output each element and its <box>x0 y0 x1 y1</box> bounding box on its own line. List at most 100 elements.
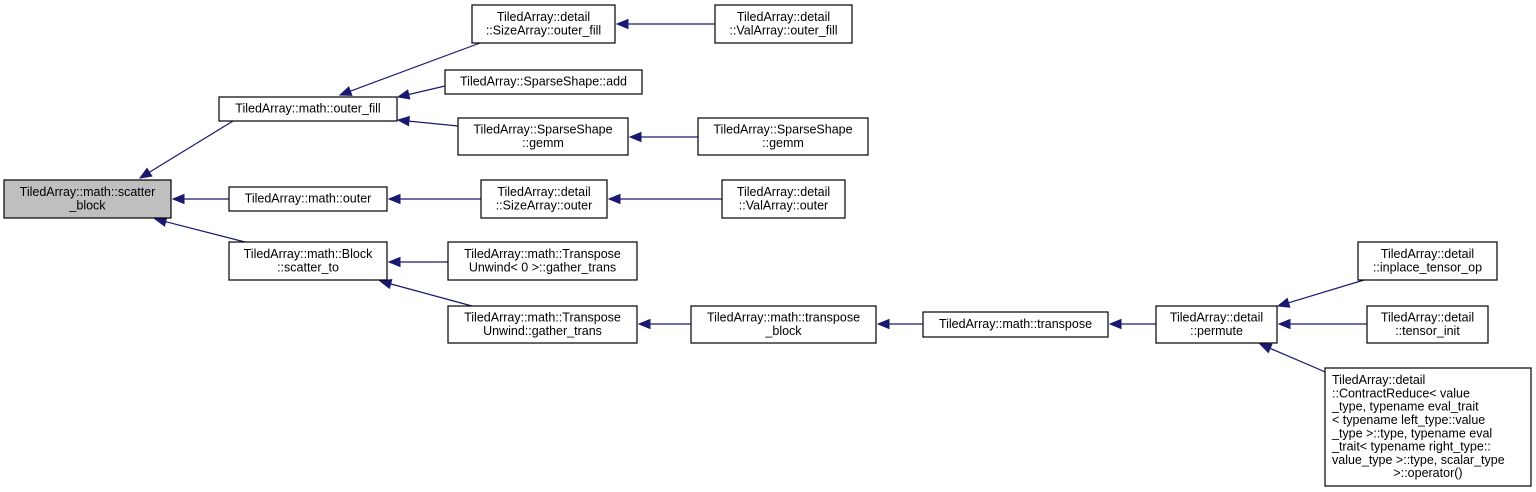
node-label-line: ::gemm <box>522 136 564 150</box>
node-label-line: _type, typename eval_trait <box>1331 400 1479 414</box>
node-label-line: TiledArray::math::outer_fill <box>235 102 380 116</box>
arrowhead-icon <box>1258 343 1273 354</box>
node-label-line: ::inplace_tensor_op <box>1373 260 1482 274</box>
node-transpose-block[interactable]: TiledArray::math::transpose_block <box>690 305 877 344</box>
arrowhead-icon <box>1276 297 1291 308</box>
arrowhead-icon <box>615 18 629 30</box>
edge-permute-to-transpose <box>1108 318 1156 330</box>
edge-sparseshape_gemm_1-to-outer_fill <box>396 115 459 127</box>
node-box <box>447 241 638 281</box>
node-label-line: TiledArray::detail <box>1381 311 1474 325</box>
node-label-line: TiledArray::math::Block <box>244 247 373 261</box>
arrowhead-icon <box>1277 318 1291 330</box>
edge-line <box>408 85 446 96</box>
node-valarray-outer-fill[interactable]: TiledArray::detail::ValArray::outer_fill <box>714 4 853 44</box>
arrowhead-icon <box>138 167 153 179</box>
node-sizearray-outer-fill[interactable]: TiledArray::detail::SizeArray::outer_fil… <box>471 4 616 44</box>
node-label-line: TiledArray::detail <box>737 10 830 24</box>
node-outer-fill[interactable]: TiledArray::math::outer_fill <box>218 96 398 122</box>
arrowhead-icon <box>396 115 410 127</box>
arrowhead-icon <box>628 131 642 143</box>
node-sparseshape-add[interactable]: TiledArray::SparseShape::add <box>444 69 643 95</box>
node-label-line: TiledArray::detail <box>737 185 830 199</box>
edge-transpose_block-to-transposeunwind_gather <box>637 318 691 330</box>
node-label-line: ::scatter_to <box>277 260 339 274</box>
arrowhead-icon <box>876 318 890 330</box>
edge-line <box>408 120 459 127</box>
edge-block_scatter_to-to-scatter_block <box>153 216 246 243</box>
edge-contractreduce_op-to-permute <box>1258 343 1331 375</box>
arrowhead-icon <box>637 318 651 330</box>
edge-tensor_init-to-permute <box>1277 318 1367 330</box>
node-label-line: value_type >::type, scalar_type <box>1332 453 1505 467</box>
node-transposeunwind-gather[interactable]: TiledArray::math::TransposeUnwind::gathe… <box>447 305 638 344</box>
arrowhead-icon <box>338 86 353 96</box>
edge-outer_fill-to-scatter_block <box>138 120 234 179</box>
node-sizearray-outer[interactable]: TiledArray::detail::SizeArray::outer <box>480 179 608 219</box>
edge-sparseshape_add-to-outer_fill <box>396 85 446 100</box>
edges-layer <box>138 18 1367 375</box>
node-box <box>922 311 1109 338</box>
node-label-line: TiledArray::math::Transpose <box>464 311 621 325</box>
edge-transpose-to-transpose_block <box>876 318 923 330</box>
node-box <box>471 4 616 44</box>
arrowhead-icon <box>1108 318 1122 330</box>
arrowhead-icon <box>378 278 393 290</box>
edge-line <box>1288 279 1365 304</box>
node-tensor-init[interactable]: TiledArray::detail::tensor_init <box>1366 305 1489 344</box>
node-box <box>447 305 638 344</box>
node-label-line: Unwind< 0 >::gather_trans <box>469 260 616 274</box>
node-outer[interactable]: TiledArray::math::outer <box>228 186 388 212</box>
node-label-line: TiledArray::math::outer <box>245 192 372 206</box>
node-box <box>218 96 398 122</box>
node-permute[interactable]: TiledArray::detail::permute <box>1155 305 1278 344</box>
node-box <box>457 117 629 156</box>
node-label-line: ::SizeArray::outer_fill <box>486 23 601 37</box>
node-label-line: TiledArray::detail <box>1332 373 1425 387</box>
edge-transposeunwind0_gather-to-block_scatter_to <box>387 256 448 268</box>
node-box <box>690 305 877 344</box>
node-label-line: TiledArray::SparseShape <box>473 123 612 137</box>
edge-sparseshape_gemm_2-to-sparseshape_gemm_1 <box>628 131 698 143</box>
node-box <box>480 179 608 219</box>
edge-line <box>350 42 481 92</box>
node-label-line: ::permute <box>1190 324 1243 338</box>
node-box <box>1357 241 1498 281</box>
node-box <box>1324 367 1532 487</box>
node-scatter-block[interactable]: TiledArray::math::scatter_block <box>3 179 172 219</box>
node-label-line: >::operator() <box>1393 466 1462 480</box>
nodes-layer: TiledArray::math::scatter_blockTiledArra… <box>3 4 1532 487</box>
edge-line <box>390 283 473 307</box>
node-box <box>444 69 643 95</box>
node-label-line: ::tensor_init <box>1395 324 1460 338</box>
edge-inplace_tensor_op-to-permute <box>1276 279 1365 308</box>
node-block-scatter-to[interactable]: TiledArray::math::Block::scatter_to <box>228 241 388 281</box>
edge-outer-to-scatter_block <box>171 193 229 205</box>
node-box <box>721 179 846 219</box>
arrowhead-icon <box>387 256 401 268</box>
node-label-line: _type >::type, typename eval <box>1331 426 1492 440</box>
edge-line <box>149 120 234 173</box>
edge-transposeunwind_gather-to-block_scatter_to <box>378 278 473 307</box>
node-label-line: TiledArray::math::Transpose <box>464 247 621 261</box>
node-box <box>228 241 388 281</box>
node-contractreduce-op[interactable]: TiledArray::detail::ContractReduce< valu… <box>1324 367 1532 487</box>
node-inplace-tensor-op[interactable]: TiledArray::detail::inplace_tensor_op <box>1357 241 1498 281</box>
node-label-line: TiledArray::detail <box>1381 247 1474 261</box>
node-box <box>228 186 388 212</box>
node-label-line: ::gemm <box>762 136 804 150</box>
arrowhead-icon <box>607 193 621 205</box>
node-label-line: TiledArray::math::transpose <box>939 317 1092 331</box>
edge-sizearray_outer-to-outer <box>387 193 481 205</box>
node-sparseshape-gemm-2[interactable]: TiledArray::SparseShape::gemm <box>697 117 869 156</box>
node-transpose[interactable]: TiledArray::math::transpose <box>922 311 1109 338</box>
node-label-line: < typename left_type::value <box>1332 413 1485 427</box>
node-label-line: ::ValArray::outer <box>739 198 828 212</box>
arrowhead-icon <box>171 193 185 205</box>
node-valarray-outer[interactable]: TiledArray::detail::ValArray::outer <box>721 179 846 219</box>
arrowhead-icon <box>153 216 168 227</box>
node-sparseshape-gemm-1[interactable]: TiledArray::SparseShape::gemm <box>457 117 629 156</box>
node-label-line: TiledArray::math::transpose <box>707 311 860 325</box>
root-node-box <box>3 179 172 219</box>
